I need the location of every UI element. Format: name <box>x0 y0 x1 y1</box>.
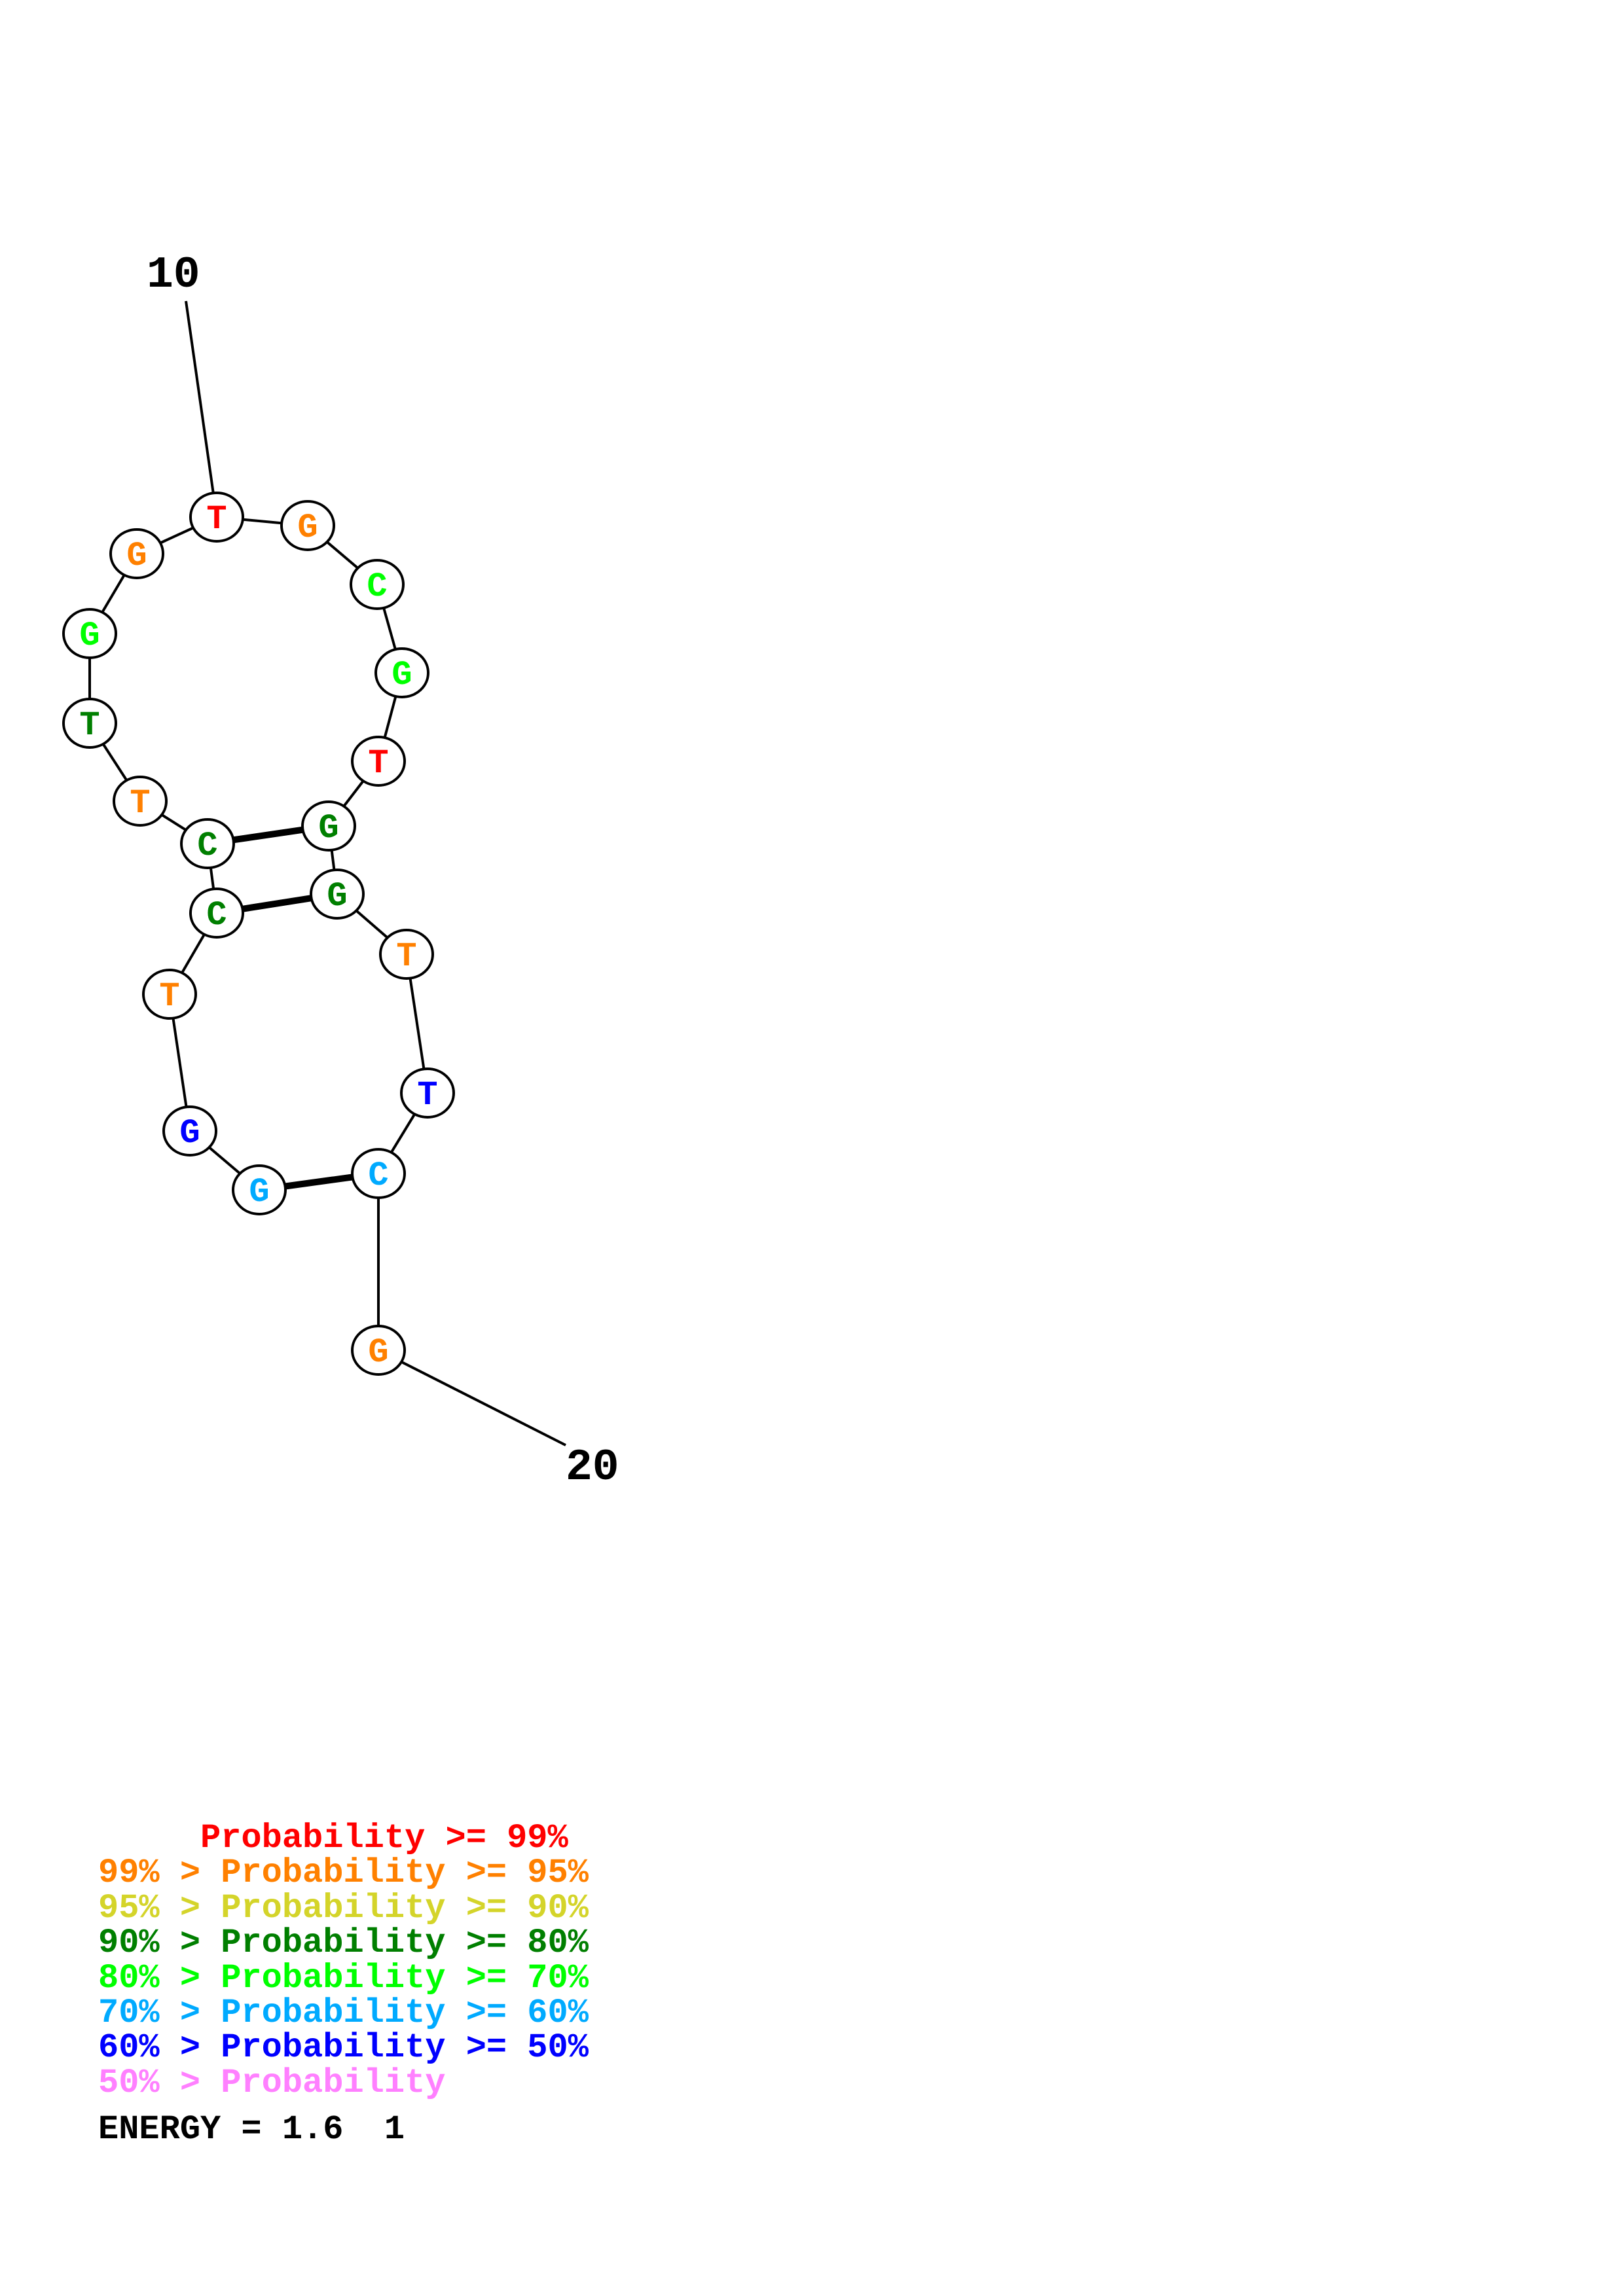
nucleotide-circle <box>351 736 406 787</box>
legend-row: 95% > Probability >= 90% <box>98 1889 589 1928</box>
nucleotide: T <box>379 929 434 980</box>
nucleotide: G <box>310 869 365 920</box>
end-position-label: 20 <box>566 1443 619 1493</box>
nucleotide-base: T <box>159 977 179 1016</box>
nucleotide-circle <box>400 1067 455 1119</box>
backbone-tail-end <box>378 1349 566 1446</box>
legend-row: 60% > Probability >= 50% <box>98 2028 589 2067</box>
nucleotide-circle <box>310 869 365 920</box>
nucleotide-base: G <box>318 809 338 848</box>
nucleotide-circle <box>189 492 244 543</box>
nucleotide: G <box>280 500 335 551</box>
nucleotide-base: T <box>417 1076 437 1115</box>
nucleotide: G <box>162 1105 217 1157</box>
nucleotide-circle <box>351 1325 406 1376</box>
nucleotide-circle <box>62 608 117 659</box>
nucleotide-base: C <box>206 896 227 935</box>
nucleotide: C <box>180 818 235 869</box>
nucleotide: G <box>109 528 164 579</box>
nucleotide-base: T <box>79 706 100 745</box>
nucleotide-base: G <box>126 537 147 575</box>
legend-row: 70% > Probability >= 60% <box>98 1994 589 2032</box>
nucleotide-base: T <box>206 500 227 539</box>
legend-row: 80% > Probability >= 70% <box>98 1959 589 1998</box>
nucleotide-base: G <box>368 1333 388 1372</box>
nucleotide-base: C <box>367 567 387 606</box>
nucleotide: G <box>351 1325 406 1376</box>
nucleotide-circle <box>109 528 164 579</box>
nucleotide-circle <box>351 1148 406 1199</box>
nucleotide: C <box>351 1148 406 1199</box>
nucleotide-circle <box>180 818 235 869</box>
nucleotide-base: T <box>368 744 388 783</box>
nucleotide: T <box>189 492 244 543</box>
energy-value: ENERGY = 1.6 1 <box>98 2110 405 2149</box>
legend-row: 99% > Probability >= 95% <box>98 1854 589 1892</box>
nucleotide-base: C <box>197 827 217 865</box>
nucleotide-base: G <box>392 656 412 694</box>
nucleotide-circle <box>189 888 244 939</box>
nucleotide-circle <box>280 500 335 551</box>
legend-row: Probability >= 99% <box>98 1819 568 1857</box>
nucleotide-base: G <box>327 877 347 916</box>
legend-row: 50% > Probability <box>98 2064 446 2102</box>
nucleotide-circle <box>379 929 434 980</box>
nucleotide-circle <box>374 647 429 698</box>
nucleotide: G <box>374 647 429 698</box>
nucleotide: T <box>351 736 406 787</box>
nucleotide-circle <box>162 1105 217 1157</box>
nucleotide-base: T <box>396 937 416 976</box>
nucleotide: T <box>113 776 168 827</box>
nucleotide-base: G <box>249 1173 269 1211</box>
nucleotide-circle <box>232 1164 287 1215</box>
nucleotide: T <box>62 698 117 749</box>
nucleotide-base: C <box>368 1157 388 1195</box>
nucleotide-circle <box>142 969 197 1020</box>
nucleotide: T <box>400 1067 455 1119</box>
nucleotide-base: G <box>297 509 318 547</box>
nucleotide: T <box>142 969 197 1020</box>
nucleotide: G <box>62 608 117 659</box>
backbone-tail-start <box>185 300 218 518</box>
start-position-label: 10 <box>147 250 200 300</box>
nucleotide-base: G <box>179 1114 200 1153</box>
nucleotide-circle <box>350 559 405 610</box>
nucleotide-base: T <box>130 784 150 823</box>
nucleotide-circle <box>62 698 117 749</box>
nucleotide: C <box>189 888 244 939</box>
nucleotide-base: G <box>79 617 100 655</box>
nucleotide: C <box>350 559 405 610</box>
nucleotide-circle <box>301 800 356 852</box>
nucleotide-circle <box>113 776 168 827</box>
nucleotide: G <box>301 800 356 852</box>
nucleotide: G <box>232 1164 287 1215</box>
legend-row: 90% > Probability >= 80% <box>98 1924 589 1962</box>
